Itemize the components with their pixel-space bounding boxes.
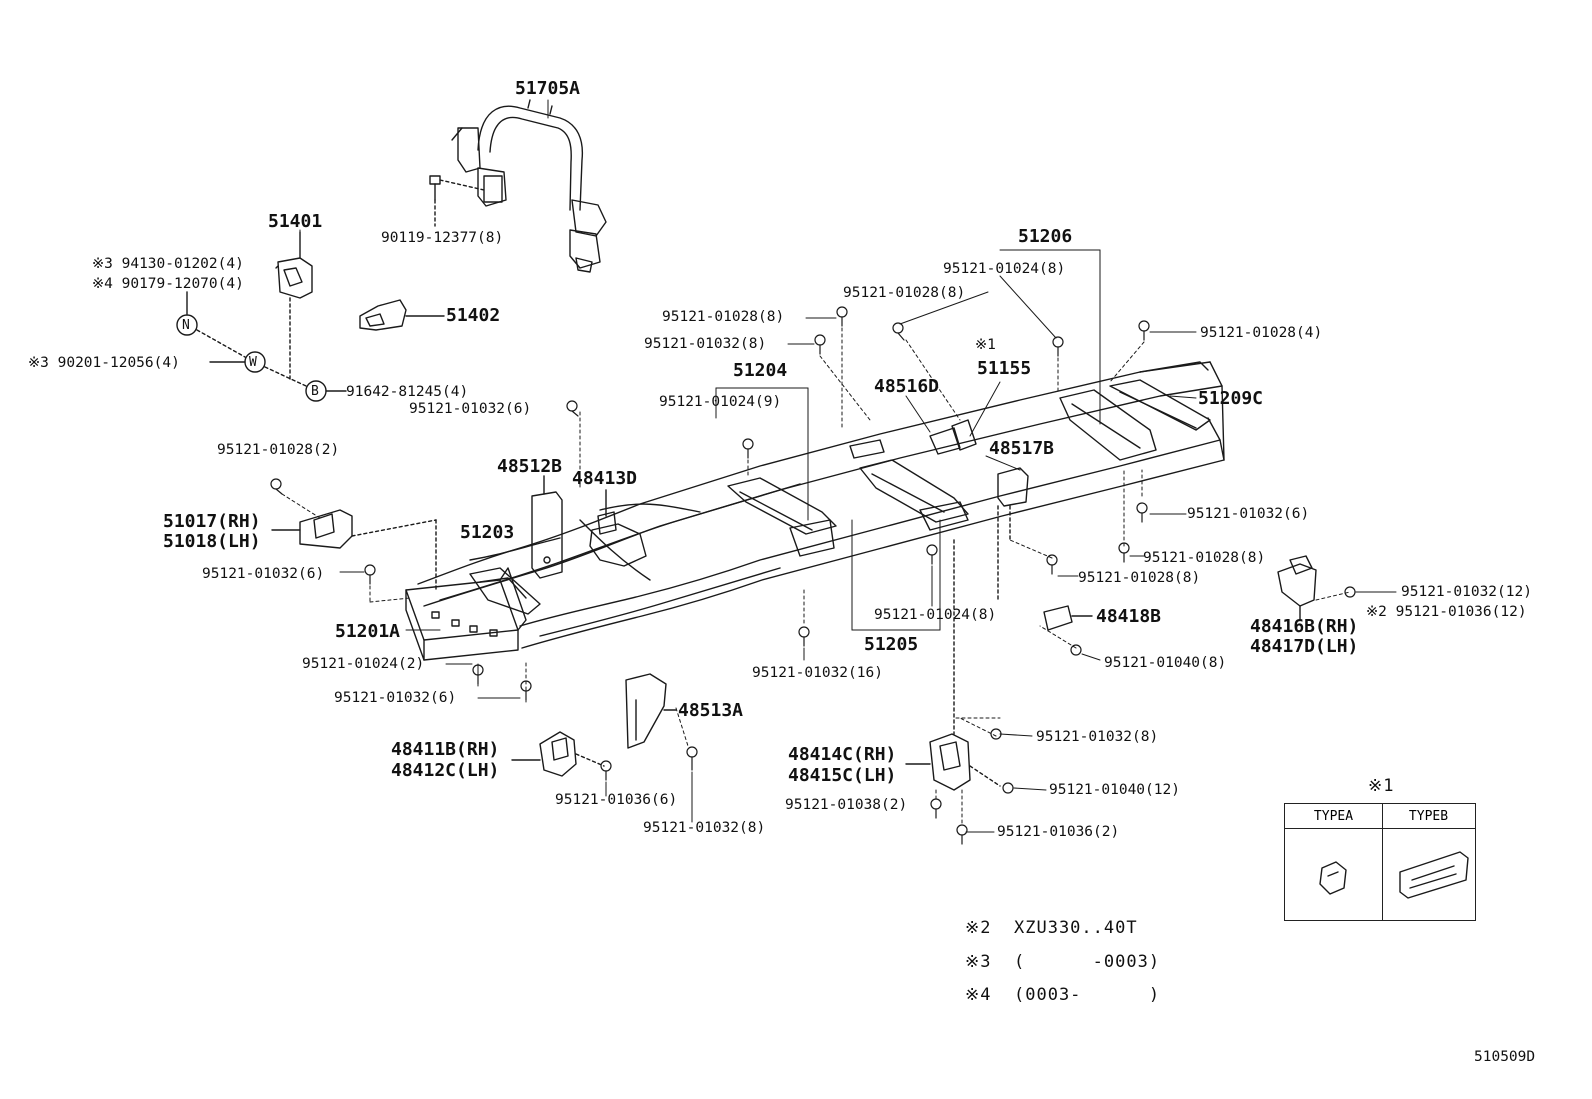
label-51205: 51205 xyxy=(864,634,919,655)
label-95121-01032-12: 95121-01032(12) xyxy=(1401,584,1532,600)
label-95121-01028-2: 95121-01028(2) xyxy=(217,442,340,458)
label-90119-12377: 90119-12377(8) xyxy=(381,230,504,246)
bracket-48512B xyxy=(531,475,563,579)
label-95121-01024-9: 95121-01024(9) xyxy=(659,394,782,410)
label-51209C: 51209C xyxy=(1198,388,1264,409)
label-51155: 51155 xyxy=(977,358,1032,379)
label-95121-01036-2: 95121-01036(2) xyxy=(997,824,1120,840)
label-95121-01036-6: 95121-01036(6) xyxy=(555,792,678,808)
label-95121-01036-12: ※2 95121-01036(12) xyxy=(1366,604,1527,620)
label-91642-81245: 91642-81245(4) xyxy=(346,384,469,400)
type-table-header-rule xyxy=(1285,804,1475,829)
label-51206: 51206 xyxy=(1018,226,1073,247)
label-94130-01202: ※3 94130-01202(4) xyxy=(92,256,244,272)
label-51203: 51203 xyxy=(460,522,515,543)
bracket-48413D xyxy=(589,489,647,567)
label-48415C-lh: 48415C(LH) xyxy=(788,765,897,786)
label-51402: 51402 xyxy=(446,305,501,326)
cross-members xyxy=(469,379,1211,615)
washer-N: N xyxy=(182,318,190,333)
washers xyxy=(176,291,347,402)
label-95121-01024-8-top: 95121-01024(8) xyxy=(943,261,1066,277)
label-95121-01032-6-bottom: 95121-01032(6) xyxy=(334,690,457,706)
label-48418B: 48418B xyxy=(1096,606,1162,627)
label-51401: 51401 xyxy=(268,211,323,232)
bracket-48513A xyxy=(625,673,677,749)
label-90179-12070: ※4 90179-12070(4) xyxy=(92,276,244,292)
type-table: TYPEA TYPEB xyxy=(1284,803,1476,921)
bracket-48416B xyxy=(1277,555,1317,621)
footnote-text-3: ( -0003) xyxy=(1014,952,1161,972)
label-48516D: 48516D xyxy=(874,376,940,397)
type-a-header: TYPEA xyxy=(1313,809,1354,824)
label-48417D-lh: 48417D(LH) xyxy=(1250,636,1359,657)
footnote-text-4: (0003- ) xyxy=(1014,985,1161,1005)
washer-B: B xyxy=(311,384,319,399)
label-48512B: 48512B xyxy=(497,456,563,477)
label-95121-01040-8: 95121-01040(8) xyxy=(1104,655,1227,671)
label-95121-01032-6-left: 95121-01032(6) xyxy=(202,566,325,582)
label-95121-01024-8-mid: 95121-01024(8) xyxy=(874,607,997,623)
footnote-text-2: XZU330..40T xyxy=(1014,918,1138,938)
label-95121-01032-16: 95121-01032(16) xyxy=(752,665,883,681)
type-a-image xyxy=(1319,861,1347,895)
type-table-ref: ※1 xyxy=(1368,776,1395,796)
bracket-48418B xyxy=(1043,605,1093,631)
washer-W: W xyxy=(249,355,257,370)
label-48416B-rh: 48416B(RH) xyxy=(1250,616,1359,637)
label-95121-01038-2: 95121-01038(2) xyxy=(785,797,908,813)
label-95121-01032-6-right: 95121-01032(6) xyxy=(1187,506,1310,522)
label-95121-01040-12: 95121-01040(12) xyxy=(1049,782,1180,798)
label-48413D: 48413D xyxy=(572,468,638,489)
label-95121-01032-6-top: 95121-01032(6) xyxy=(409,401,532,417)
label-48513A: 48513A xyxy=(678,700,744,721)
bracket-51401 xyxy=(275,231,313,381)
label-51201A: 51201A xyxy=(335,621,401,642)
leader-lines xyxy=(281,99,1397,833)
label-95121-01028-8-c: 95121-01028(8) xyxy=(1143,550,1266,566)
label-90201-12056: ※3 90201-12056(4) xyxy=(28,355,180,371)
footnote-mark-2: ※2 xyxy=(965,918,992,938)
bolt-90119 xyxy=(429,175,485,227)
label-95121-01032-8-bottom: 95121-01032(8) xyxy=(643,820,766,836)
rear-bar-51705A xyxy=(451,99,607,273)
label-51017-rh: 51017(RH) xyxy=(163,511,261,532)
label-51705A: 51705A xyxy=(515,78,581,99)
label-48517B: 48517B xyxy=(989,438,1055,459)
bracket-51402 xyxy=(359,299,445,331)
label-51204: 51204 xyxy=(733,360,788,381)
label-95121-01028-4: 95121-01028(4) xyxy=(1200,325,1323,341)
label-48412C-lh: 48412C(LH) xyxy=(391,760,500,781)
diagram-id: 510509D xyxy=(1474,1049,1536,1065)
bracket-48517B xyxy=(997,467,1029,601)
type-a-column: TYPEA xyxy=(1285,804,1383,920)
label-48411B-rh: 48411B(RH) xyxy=(391,739,500,760)
label-48414C-rh: 48414C(RH) xyxy=(788,744,897,765)
bracket-48411B xyxy=(511,731,605,777)
type-b-image xyxy=(1399,851,1469,899)
label-ref-1: ※1 xyxy=(975,337,996,353)
label-95121-01024-2: 95121-01024(2) xyxy=(302,656,425,672)
type-b-header: TYPEB xyxy=(1408,809,1449,824)
footnote-mark-4: ※4 xyxy=(965,985,992,1005)
label-95121-01028-8-b: 95121-01028(8) xyxy=(843,285,966,301)
footnote-mark-3: ※3 xyxy=(965,952,992,972)
type-b-column: TYPEB xyxy=(1382,804,1475,920)
label-95121-01028-8-d: 95121-01028(8) xyxy=(1078,570,1201,586)
label-95121-01032-8-top: 95121-01032(8) xyxy=(644,336,767,352)
label-51018-lh: 51018(LH) xyxy=(163,531,261,552)
label-95121-01028-8-a: 95121-01028(8) xyxy=(662,309,785,325)
label-95121-01032-8-right: 95121-01032(8) xyxy=(1036,729,1159,745)
main-frame-rails xyxy=(405,361,1225,661)
bracket-48414C xyxy=(905,539,1001,791)
bracket-51017 xyxy=(271,509,437,591)
